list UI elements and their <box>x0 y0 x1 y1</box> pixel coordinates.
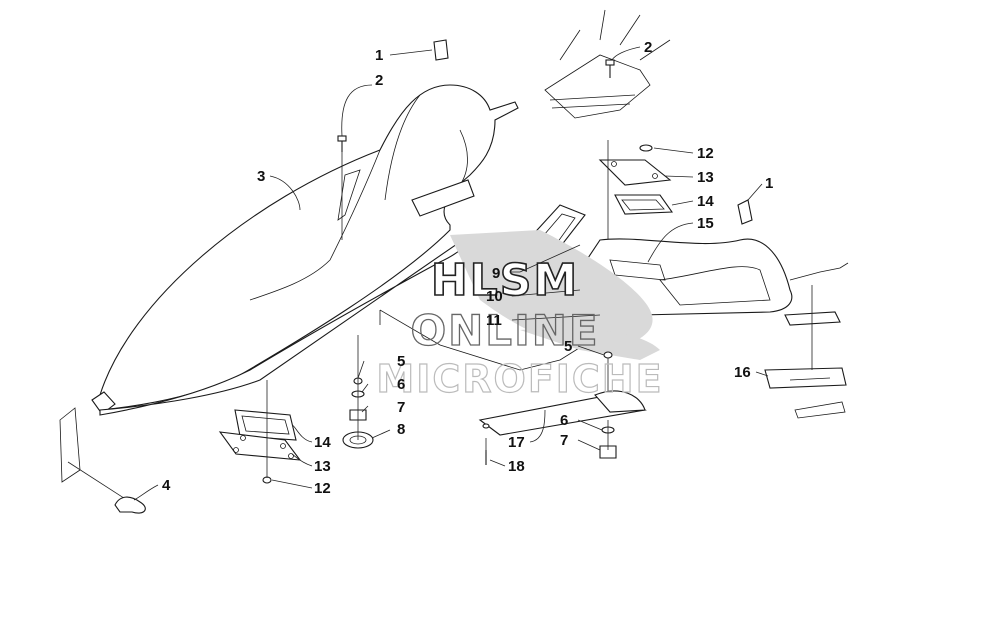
hood-body-part <box>91 84 519 416</box>
callout-6-right: 6 <box>560 412 568 429</box>
callout-14-right: 14 <box>697 193 714 210</box>
frame-upper-right <box>544 9 671 119</box>
watermark: HLSM ONLINE MICROFICHE <box>376 254 663 401</box>
callout-1-left: 1 <box>375 47 383 64</box>
callout-7-right: 7 <box>560 432 568 449</box>
leader-lines <box>133 46 769 501</box>
watermark-line3: MICROFICHE <box>376 357 663 401</box>
callout-2-left: 2 <box>375 72 383 89</box>
clip-left <box>59 407 146 514</box>
callout-13-right: 13 <box>697 169 714 186</box>
watermark-line1: HLSM <box>431 255 579 306</box>
callout-14-left: 14 <box>314 434 331 451</box>
callout-16: 16 <box>734 364 751 381</box>
fastener-stack-left <box>342 335 374 449</box>
plug-right <box>737 199 753 225</box>
callout-6-left: 6 <box>397 376 405 393</box>
belly-shade <box>520 328 660 360</box>
shroud-right <box>450 230 653 350</box>
callout-7-left: 7 <box>397 399 405 416</box>
callout-15: 15 <box>697 215 714 232</box>
watermark-line2: ONLINE <box>410 306 599 355</box>
callout-13-left: 13 <box>314 458 331 475</box>
callout-2-right: 2 <box>644 39 652 56</box>
callout-9: 9 <box>492 265 500 282</box>
callout-3: 3 <box>257 168 265 185</box>
vent-assembly-left <box>218 380 302 484</box>
callout-5-left: 5 <box>397 353 405 370</box>
callout-18: 18 <box>508 458 525 475</box>
callout-12-left: 12 <box>314 480 331 497</box>
callout-8: 8 <box>397 421 405 438</box>
callout-12-right: 12 <box>697 145 714 162</box>
callout-11: 11 <box>486 312 502 329</box>
callout-17: 17 <box>508 434 525 451</box>
callout-1-right: 1 <box>765 175 773 192</box>
floor-panel-part <box>379 309 601 371</box>
callout-4: 4 <box>162 477 171 494</box>
bracket-17 <box>478 390 647 465</box>
vent-assembly-right <box>598 140 674 410</box>
callout-10: 10 <box>486 288 503 305</box>
plug-left <box>433 39 449 61</box>
callouts: 1 2 3 4 5 6 7 8 14 13 12 2 12 13 14 15 1… <box>162 39 773 497</box>
bracket-16 <box>764 262 849 419</box>
callout-5-right: 5 <box>564 338 572 355</box>
